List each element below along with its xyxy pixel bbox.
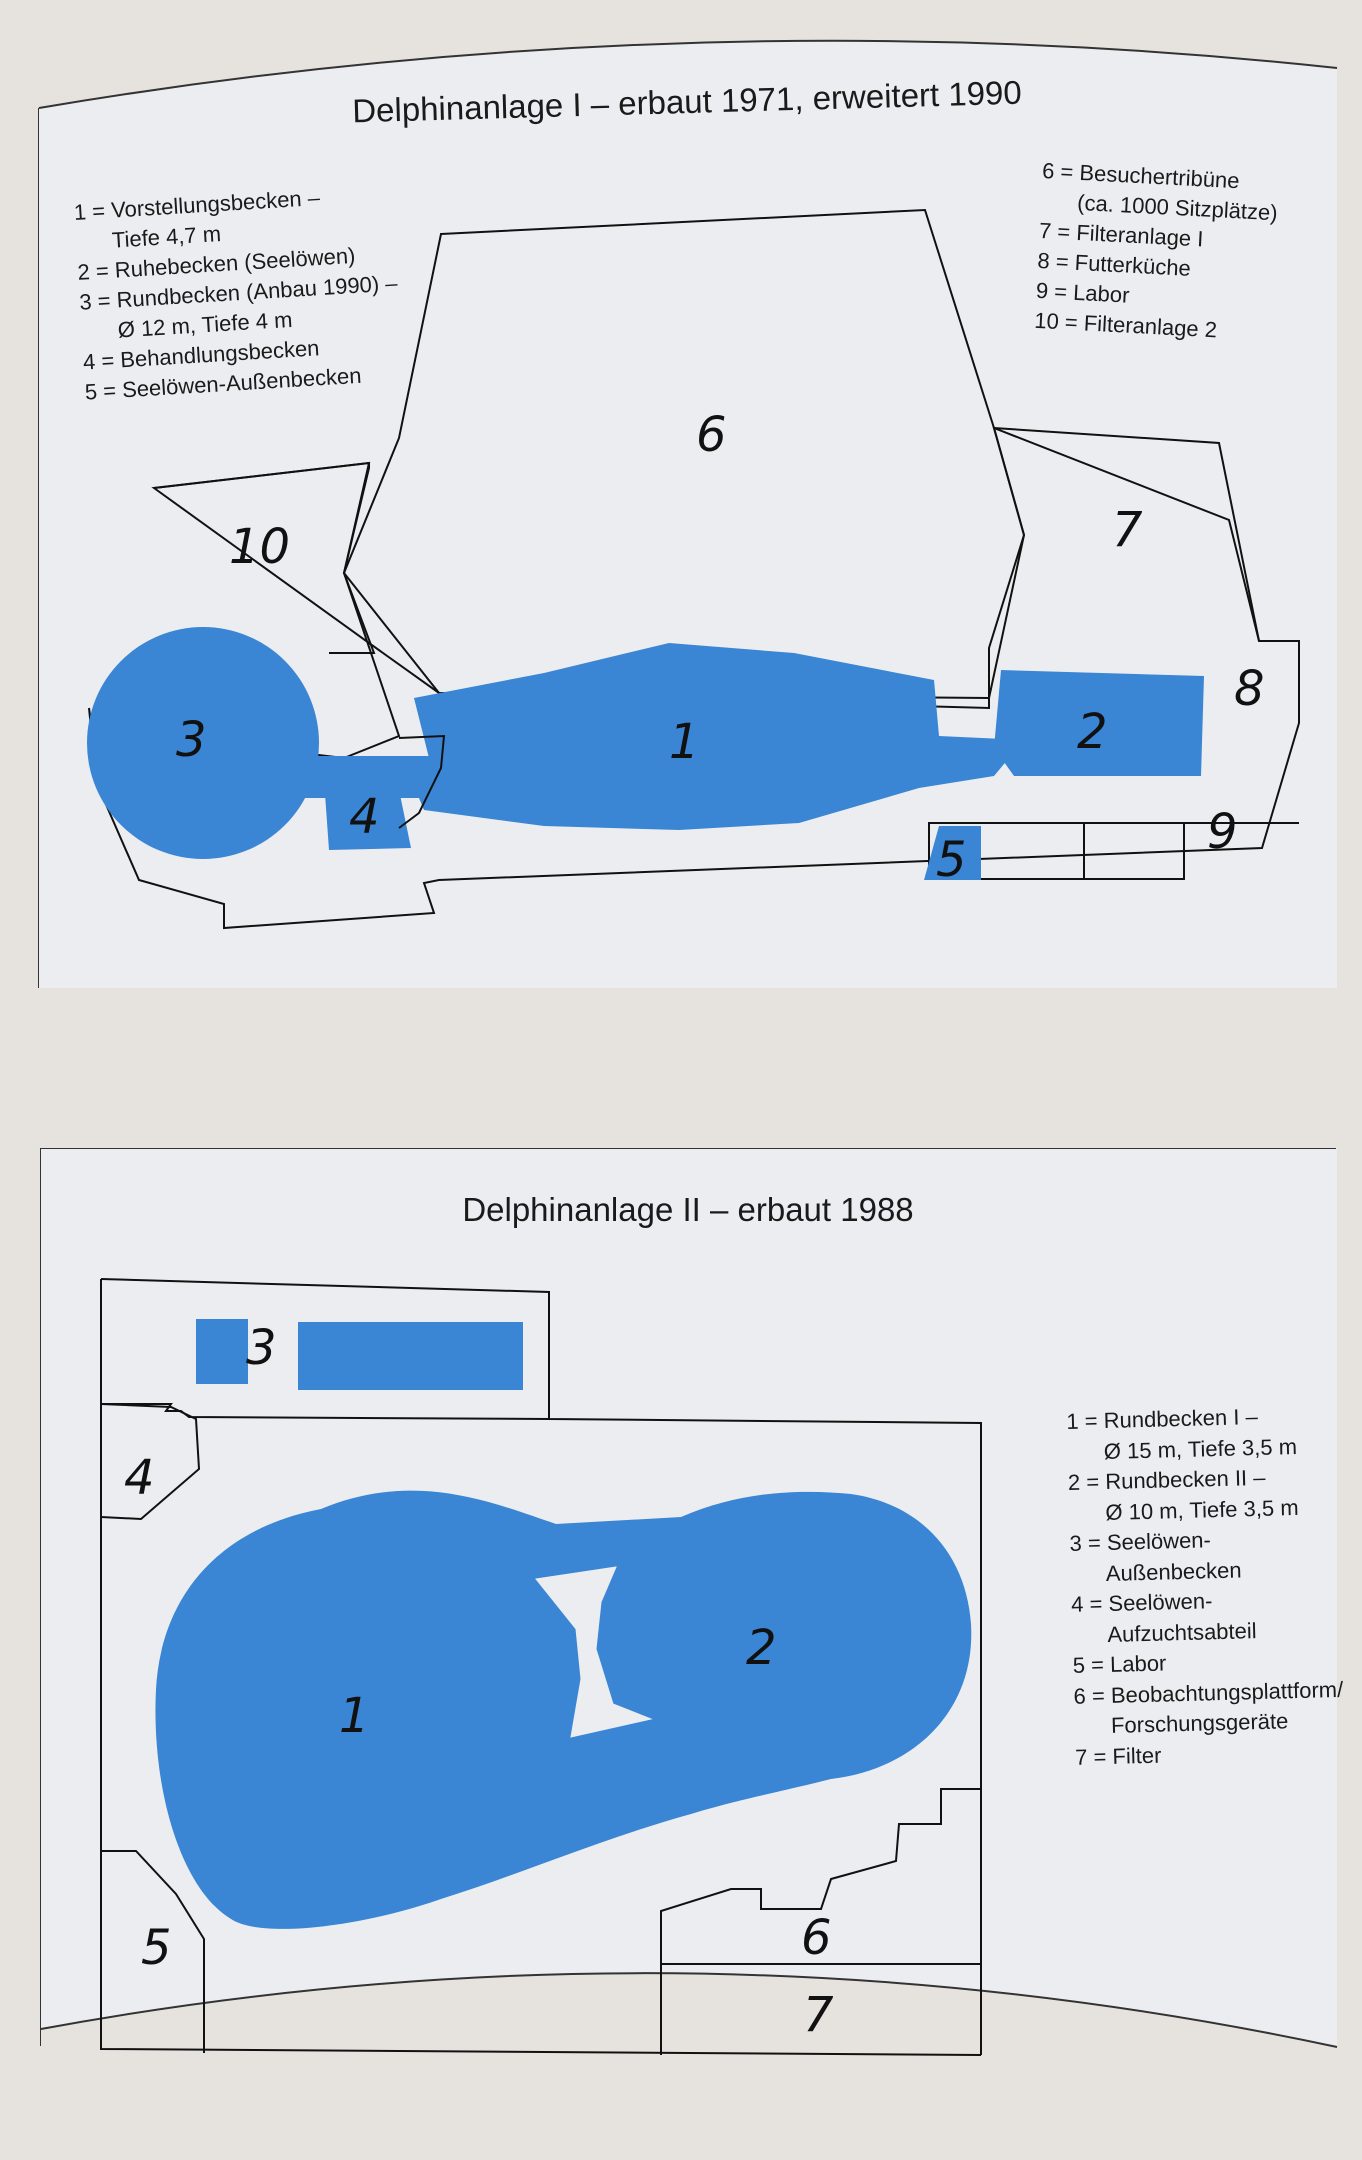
plan-dolphinarium-1: 6 7 10 8 9 3 4 1 2 5 Delphinanlage I – e… [38,39,1338,989]
label-5: 5 [936,832,967,888]
label-3: 3 [246,1320,277,1376]
plan2-building-left-bottom [100,1279,982,2056]
pool-1-and-2 [155,1490,972,1929]
zone-5-lab [101,1850,205,2053]
plan1-legend-left: 1 = Vorstellungsbecken – Tiefe 4,7 m 2 =… [73,179,404,408]
label-10: 10 [229,519,290,575]
label-1: 1 [339,1688,370,1744]
plan1-building-outline [88,426,1300,930]
pool-3-small [196,1319,248,1384]
plan2-title: Delphinanlage II – erbaut 1988 [462,1191,914,1228]
plan2-legend: 1 = Rundbecken I – Ø 15 m, Tiefe 3,5 m 2… [1066,1400,1345,1773]
pool-3-round [87,627,319,859]
plan1-top-curve [38,39,1338,109]
zone-6-grandstand [342,208,1026,700]
label-6: 6 [801,1910,832,1966]
pool-4-treatment [324,780,411,850]
pool-3-large [298,1322,523,1390]
label-4: 4 [349,789,380,845]
zone-6-platform [660,1788,981,2055]
label-9: 9 [1207,804,1238,860]
label-3: 3 [176,712,207,768]
label-7: 7 [1112,502,1143,558]
label-6: 6 [696,407,727,463]
pool-5-sealion-outdoor [924,826,981,880]
plan2-bottom-curve [40,1972,1338,2048]
zone-10-filter-2 [153,461,376,654]
plan1-legend-right: 6 = Besuchertribüne (ca. 1000 Sitzplätze… [1034,156,1280,348]
label-2: 2 [1077,704,1108,760]
zone-3-boundary [101,1403,550,1420]
plan-dolphinarium-2: 3 4 1 2 5 6 7 Delphinanlage II – erbaut … [40,1148,1343,2056]
label-7: 7 [803,1987,834,2043]
label-2: 2 [746,1620,777,1676]
zone-4-rearing [100,1403,201,1521]
label-1: 1 [669,714,700,770]
label-4: 4 [124,1450,155,1506]
pool-1-edge-line [398,734,446,829]
zone-9-lab [928,822,1185,880]
zone-7-filter-1 [993,427,1260,642]
plan2-drawing: 3 4 1 2 5 6 7 [40,1149,1338,2056]
label-8: 8 [1234,661,1265,717]
pool-1-show [414,643,1024,830]
plan1-drawing: 6 7 10 8 9 3 4 1 2 5 [38,39,1338,989]
pool-island [535,1566,653,1738]
pool-2-rest [994,670,1204,776]
label-5: 5 [141,1920,172,1976]
